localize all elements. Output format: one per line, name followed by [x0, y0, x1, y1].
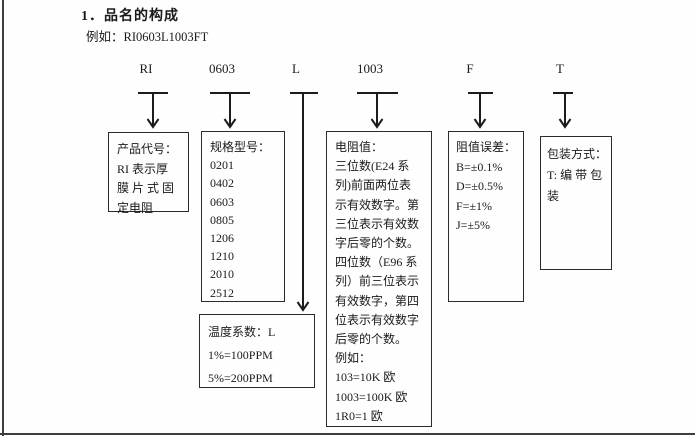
packaging-box: 包装方式： T: 编 带 包装: [540, 136, 612, 270]
box-text-line: 温度系数：L: [208, 325, 276, 339]
box-text-line: 0805: [210, 212, 234, 227]
code-segment-packaging: T: [556, 61, 564, 76]
down-arrow-tolerance: [468, 92, 493, 129]
temperature-coefficient-box: 温度系数：L 1%=100PPM 5%=200PPM: [199, 314, 315, 388]
box-text-line: 列)前面两位表: [335, 178, 411, 193]
box-text-line: 包装方式：: [547, 147, 608, 161]
tolerance-box: 阻值误差： B=±0.1% D=±0.5% F=±1% J=±5%: [448, 131, 524, 302]
box-text-line: 1%=100PPM: [208, 348, 273, 362]
box-text-line: 位表示有效数字: [335, 312, 420, 327]
code-segment-tolerance: F: [466, 61, 474, 76]
box-text-line: 阻值误差：: [456, 140, 517, 154]
box-text-line: 产品代号：: [117, 142, 178, 156]
box-text-line: 规格型号：: [210, 140, 271, 154]
box-text-line: J=±5%: [456, 218, 491, 232]
box-text-line: 1R0=1 欧: [335, 408, 383, 423]
code-segment-tempcoef: L: [292, 61, 300, 76]
box-text-line: 三位数(E24 系: [335, 159, 410, 174]
box-text-line: 0201: [210, 158, 234, 173]
box-text-line: 5%=200PPM: [208, 371, 273, 385]
box-text-line: 示有效数字。第: [335, 197, 420, 212]
page-left-border: [2, 0, 4, 436]
box-text-line: 定电阻: [117, 200, 154, 215]
box-text-line: 装: [547, 189, 560, 203]
box-text-line: 1206: [210, 231, 234, 246]
box-text-line: D=±0.5%: [456, 179, 504, 193]
box-text-line: 1210: [210, 249, 234, 264]
box-text-line: 膜 片 式 固: [117, 181, 175, 195]
box-text-line: F=±1%: [456, 198, 493, 213]
down-arrow-value: [357, 92, 398, 129]
down-arrow-packaging: [553, 92, 573, 129]
box-text-line: B=±0.1%: [456, 159, 503, 174]
down-arrow-tempcoef: [290, 92, 318, 312]
box-text-line: 103=10K 欧: [335, 370, 396, 385]
box-text-line: 例如：: [335, 351, 372, 366]
resistance-value-box: 电阻值： 三位数(E24 系列)前面两位表示有效数字。第三位表示有效数字后零的个数…: [326, 131, 432, 427]
box-text-line: 后零的个数。: [335, 332, 408, 347]
box-text-line: T: 编 带 包: [547, 168, 603, 182]
box-text-line: 2512: [210, 285, 234, 300]
section-title: 1．品名的构成: [81, 9, 179, 24]
box-text-line: 有效数字，第四: [335, 293, 420, 308]
box-text-line: 1003=100K 欧: [335, 389, 408, 404]
size-code-box: 规格型号： 0201 0402 0603 0805 1206 1210 2010 2512: [201, 131, 285, 302]
box-text-line: 字后零的个数。: [335, 236, 420, 251]
box-text-line: 2010: [210, 267, 234, 282]
box-text-line: 四位数（E96 系: [335, 255, 418, 270]
product-code-box: 产品代号： RI 表示厚膜 片 式 固定电阻: [108, 132, 189, 215]
down-arrow-ri: [138, 92, 168, 129]
page-bottom-border: [0, 433, 695, 435]
code-segment-value: 1003: [357, 61, 383, 76]
box-text-line: 电阻值：: [335, 140, 384, 154]
code-segment-size: 0603: [209, 61, 235, 76]
code-segment-ri: RI: [139, 61, 153, 76]
box-text-line: 0603: [210, 194, 234, 209]
example-part-number: 例如：RI0603L1003FT: [86, 30, 209, 44]
box-text-line: 列）前三位表示: [335, 274, 420, 289]
down-arrow-size: [210, 92, 250, 129]
box-text-line: RI 表示厚: [117, 161, 169, 176]
box-text-line: 三位表示有效数: [335, 216, 420, 231]
box-text-line: 0402: [210, 176, 234, 191]
